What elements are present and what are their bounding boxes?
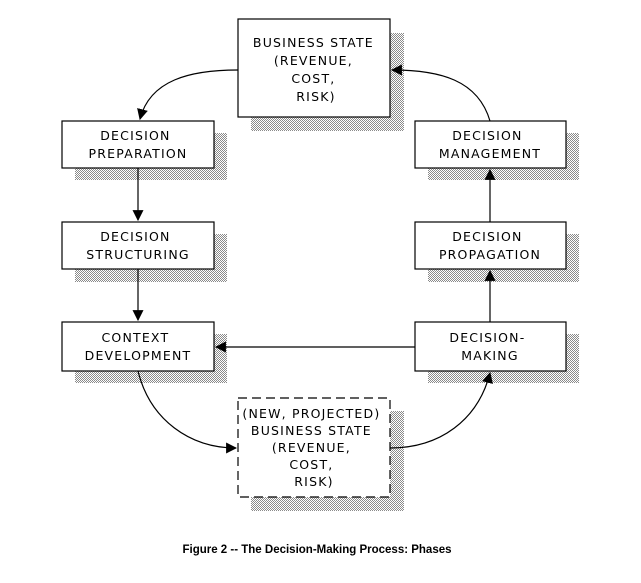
business-state-line-1: BUSINESS STATE	[253, 35, 374, 50]
decision-management-line-2: MANAGEMENT	[439, 146, 541, 161]
figure-caption: Figure 2 -- The Decision-Making Process:…	[182, 544, 451, 556]
decision-propagation-box	[414, 221, 567, 270]
arrow-management-to-business-state	[390, 64, 491, 122]
context-development-label: CONTEXT DEVELOPMENT	[85, 330, 192, 363]
business-state-box	[237, 18, 391, 118]
decision-management-box	[414, 120, 567, 169]
decision-structuring-box	[61, 221, 215, 270]
decision-propagation-line-1: DECISION	[452, 229, 522, 244]
projected-business-state-line-2: BUSINESS STATE	[251, 423, 372, 438]
arrow-projected-to-making	[389, 371, 493, 449]
projected-business-state-label: (NEW, PROJECTED) BUSINESS STATE (REVENUE…	[242, 406, 385, 489]
connectors	[132, 64, 496, 454]
context-development-line-2: DEVELOPMENT	[85, 348, 192, 363]
decision-preparation-label: DECISION PREPARATION	[89, 128, 188, 161]
context-development-line-1: CONTEXT	[101, 330, 169, 345]
decision-management-line-1: DECISION	[452, 128, 522, 143]
business-state-line-2: (REVENUE,	[274, 53, 353, 68]
decision-propagation-label: DECISION PROPAGATION	[439, 229, 541, 262]
decision-structuring-line-2: STRUCTURING	[86, 247, 190, 262]
business-state-line-4: RISK)	[296, 89, 335, 104]
arrow-context-to-projected	[137, 370, 238, 454]
arrow-business-state-to-preparation	[137, 69, 239, 121]
projected-business-state-line-4: COST,	[289, 457, 333, 472]
projected-business-state-line-5: RISK)	[294, 474, 333, 489]
decision-preparation-line-2: PREPARATION	[89, 146, 188, 161]
projected-business-state-line-1: (NEW, PROJECTED)	[242, 406, 380, 421]
decision-making-line-2: MAKING	[461, 348, 518, 363]
decision-making-line-1: DECISION-	[449, 330, 525, 345]
decision-making-box	[414, 321, 567, 372]
decision-preparation-box	[61, 120, 215, 169]
projected-business-state-line-3: (REVENUE,	[272, 440, 351, 455]
decision-preparation-line-1: DECISION	[100, 128, 170, 143]
decision-structuring-label: DECISION STRUCTURING	[86, 229, 190, 262]
decision-propagation-line-2: PROPAGATION	[439, 247, 541, 262]
business-state-line-3: COST,	[291, 71, 335, 86]
context-development-box	[61, 321, 215, 372]
decision-making-label: DECISION- MAKING	[449, 330, 530, 363]
decision-structuring-line-1: DECISION	[100, 229, 170, 244]
decision-management-label: DECISION MANAGEMENT	[439, 128, 541, 161]
business-state-label: BUSINESS STATE (REVENUE, COST, RISK)	[253, 35, 379, 104]
